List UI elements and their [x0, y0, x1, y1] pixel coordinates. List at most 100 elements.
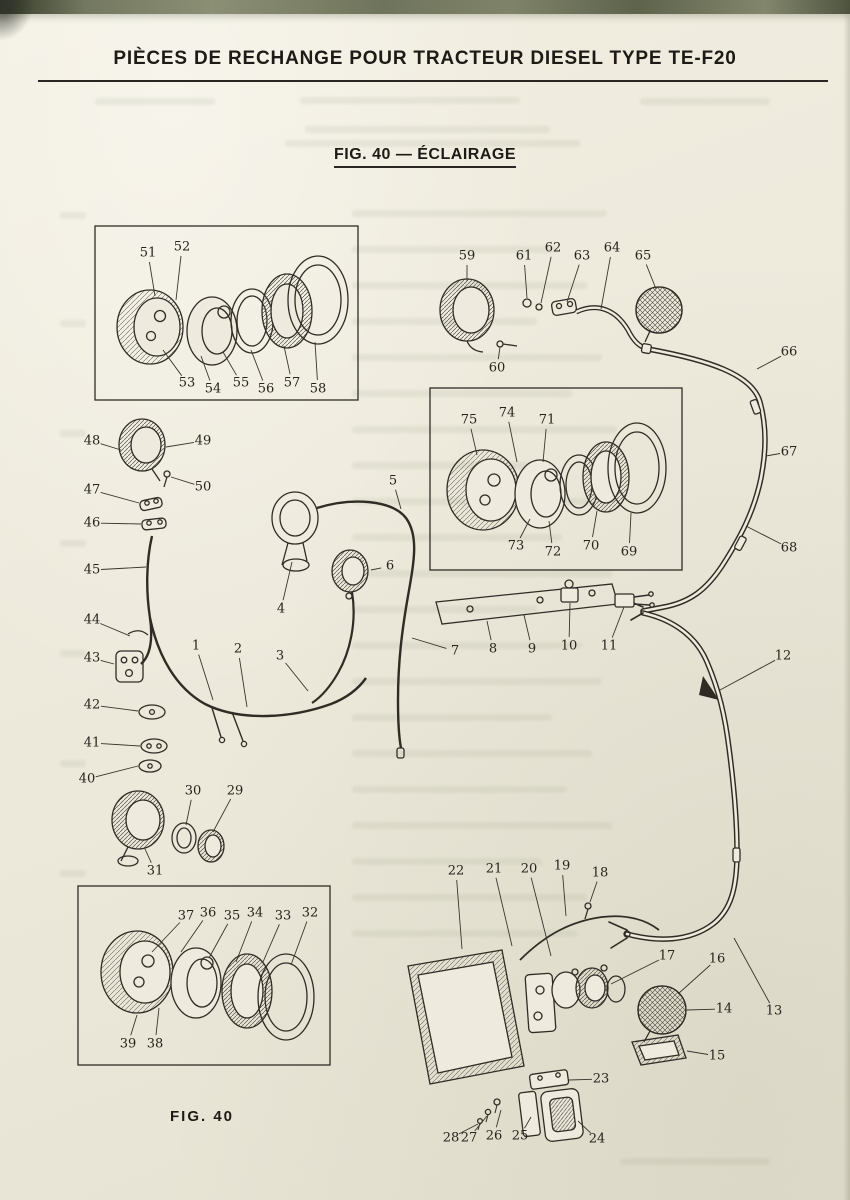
callout-leader-49 [165, 441, 195, 448]
part-number-57: 57 [284, 376, 301, 391]
callout-leader-42 [100, 705, 139, 712]
callout-leader-30 [185, 799, 192, 826]
part-number-73: 73 [508, 539, 525, 554]
figure-title-wrap: FIG. 40 — ÉCLAIRAGE [0, 146, 850, 168]
part-number-15: 15 [709, 1049, 726, 1064]
part-number-43: 43 [84, 651, 101, 666]
callout-leader-56 [250, 349, 264, 381]
part-number-55: 55 [233, 376, 250, 391]
part-number-19: 19 [554, 859, 571, 874]
callout-leader-68 [745, 525, 782, 545]
callout-leader-67 [765, 453, 781, 457]
callout-leader-32 [290, 921, 308, 966]
scan-edge-right [843, 0, 850, 1200]
headlamp-exploded-bottom [100, 930, 315, 1041]
part-number-4: 4 [277, 602, 285, 617]
harness-pointer-12 [699, 676, 719, 700]
part-number-56: 56 [258, 382, 275, 397]
callout-leader-57 [283, 345, 291, 375]
part-number-1: 1 [192, 639, 200, 654]
part-number-69: 69 [621, 545, 638, 560]
part-number-10: 10 [561, 639, 578, 654]
part-number-32: 32 [302, 906, 319, 921]
headlamp-exploded-top [116, 255, 349, 366]
part-number-68: 68 [781, 541, 798, 556]
callout-leader-62 [540, 256, 552, 304]
part-number-61: 61 [516, 249, 533, 264]
callout-leader-51 [148, 261, 156, 297]
part-number-49: 49 [195, 434, 212, 449]
part-number-51: 51 [140, 246, 157, 261]
callout-leader-60 [497, 346, 501, 360]
callout-leader-10 [568, 602, 571, 638]
part-number-6: 6 [386, 559, 394, 574]
front-wiring [111, 418, 655, 867]
callout-leader-16 [677, 964, 711, 995]
inset-box-headlamp-mid [429, 387, 683, 571]
part-number-29: 29 [227, 784, 244, 799]
callout-leader-3 [285, 662, 309, 692]
callout-leader-46 [100, 522, 142, 525]
callout-leader-70 [592, 510, 598, 538]
headlamp-exploded-mid [446, 422, 667, 531]
callout-leader-21 [495, 877, 513, 947]
part-number-22: 22 [448, 864, 465, 879]
part-number-34: 34 [247, 906, 264, 921]
callout-leader-71 [542, 428, 547, 463]
scan-edge-top [0, 0, 850, 14]
callout-leader-43 [100, 659, 115, 665]
part-number-33: 33 [275, 909, 292, 924]
part-number-40: 40 [79, 772, 96, 787]
part-number-2: 2 [234, 642, 242, 657]
part-number-16: 16 [709, 952, 726, 967]
part-number-65: 65 [635, 249, 652, 264]
callout-leader-53 [162, 349, 183, 376]
part-number-44: 44 [84, 613, 101, 628]
callout-leader-69 [629, 512, 632, 544]
callout-leader-8 [486, 620, 492, 641]
part-number-11: 11 [601, 639, 618, 654]
callout-leader-55 [222, 351, 237, 376]
callout-leader-31 [144, 848, 152, 863]
callout-leader-27 [474, 1115, 488, 1132]
part-number-35: 35 [224, 909, 241, 924]
callout-leader-25 [524, 1116, 532, 1129]
part-number-24: 24 [589, 1132, 606, 1147]
callout-leader-41 [100, 743, 141, 747]
callout-leader-29 [212, 798, 232, 833]
callout-leader-34 [235, 921, 253, 963]
callout-leader-40 [95, 765, 139, 778]
callout-leader-18 [589, 881, 598, 903]
callout-leader-48 [100, 443, 122, 451]
callout-leader-7 [411, 637, 447, 649]
part-number-74: 74 [499, 406, 516, 421]
callout-leader-11 [611, 606, 625, 638]
callout-leader-74 [508, 421, 518, 463]
callout-leader-13 [733, 937, 771, 1004]
callout-leader-23 [568, 1078, 593, 1081]
part-number-27: 27 [461, 1131, 478, 1146]
part-number-8: 8 [489, 642, 497, 657]
callout-leader-47 [100, 491, 140, 504]
part-number-59: 59 [459, 249, 476, 264]
callout-leader-1 [198, 654, 214, 701]
callout-leader-4 [282, 561, 293, 601]
part-number-58: 58 [310, 382, 327, 397]
part-number-31: 31 [147, 864, 164, 879]
part-number-75: 75 [461, 413, 478, 428]
part-number-45: 45 [84, 563, 101, 578]
part-number-36: 36 [200, 906, 217, 921]
part-number-62: 62 [545, 241, 562, 256]
callout-leader-2 [238, 657, 248, 708]
callout-leader-19 [562, 874, 567, 917]
part-number-41: 41 [84, 736, 101, 751]
wiring-harness [608, 343, 768, 949]
part-number-30: 30 [185, 784, 202, 799]
callout-leader-39 [130, 1014, 138, 1036]
figure-caption: FIG. 40 [170, 1108, 235, 1125]
callout-leader-20 [530, 877, 552, 957]
part-number-23: 23 [593, 1072, 610, 1087]
callout-leader-65 [645, 264, 657, 290]
